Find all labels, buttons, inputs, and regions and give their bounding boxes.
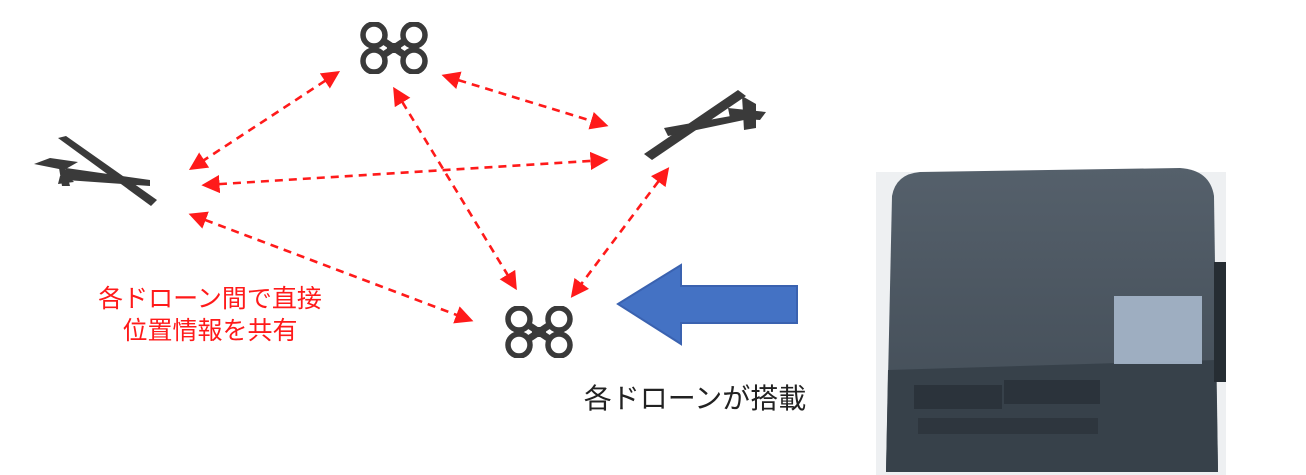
position-sharing-links <box>188 71 670 324</box>
link-top-left <box>188 71 341 170</box>
link-top-bottom <box>393 86 517 291</box>
quadcopter-icon <box>363 24 425 72</box>
direct-sharing-caption-line1: 各ドローン間で直接 <box>98 284 322 313</box>
fixed-wing-drone-icon <box>34 136 157 206</box>
link-right-bottom <box>570 167 670 298</box>
pointer-arrow <box>616 263 798 346</box>
link-left-right <box>201 151 609 194</box>
onboard-caption: 各ドローンが搭載 <box>583 382 807 415</box>
fixed-wing-drone-icon <box>644 90 766 160</box>
link-top-right <box>441 71 609 130</box>
direct-sharing-caption-line2: 位置情報を共有 <box>122 316 298 345</box>
link-left-bottom <box>188 211 474 324</box>
direct-sharing-caption: 各ドローン間で直接 位置情報を共有 <box>60 283 360 347</box>
quadcopter-icon <box>508 308 570 356</box>
communication-device-photo <box>876 168 1226 475</box>
